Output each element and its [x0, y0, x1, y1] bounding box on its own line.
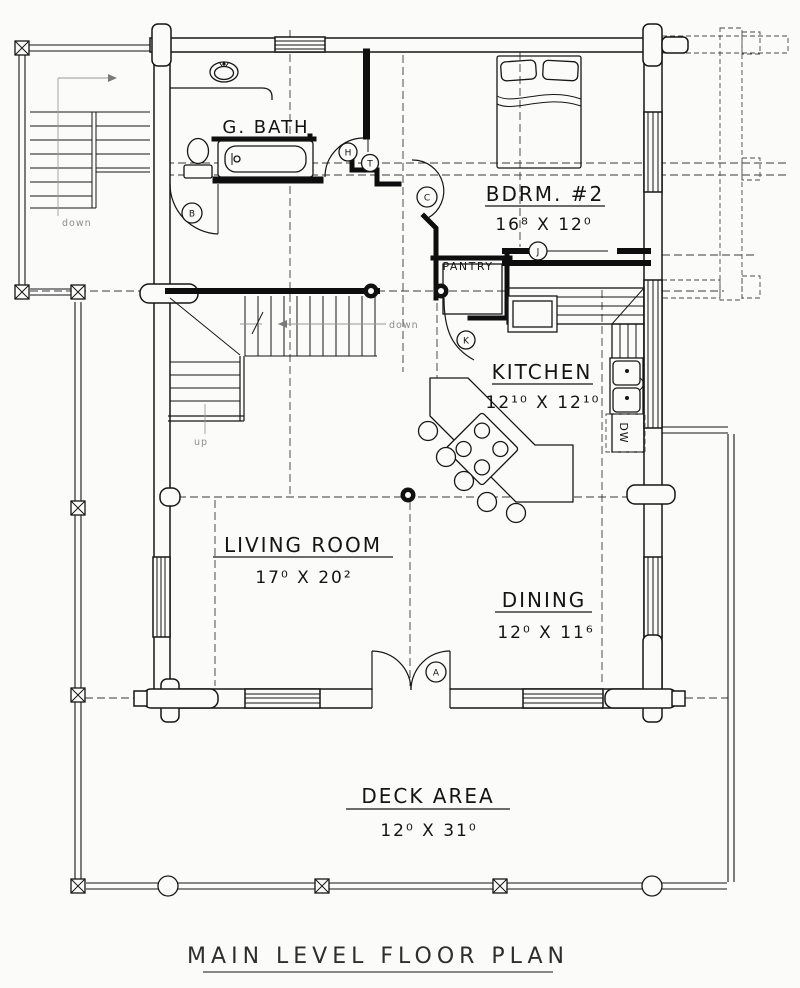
door-tag-t: T [366, 160, 373, 170]
living-room-label: LIVING ROOM [224, 533, 382, 557]
pillow [542, 59, 579, 82]
kitchen-dimensions: 12¹⁰ X 12¹⁰ [486, 393, 601, 413]
roof-overhang-outline [661, 27, 789, 301]
blanket-fold [496, 94, 582, 108]
interior-stairs-down-label: down [389, 320, 419, 331]
window [152, 36, 663, 709]
door-tag-h: H [345, 149, 352, 159]
dining-label: DINING [502, 588, 587, 612]
bath-fixtures [170, 61, 314, 179]
interior-stairs-up-label: up [194, 437, 208, 448]
pantry-door-swing [443, 297, 475, 361]
x-post [14, 40, 508, 894]
door-tag-c: C [424, 194, 430, 204]
pantry-label: PANTRY [442, 260, 493, 273]
round-post [157, 875, 179, 897]
kitchen-fixtures: DW [417, 263, 646, 524]
pillow [500, 59, 537, 82]
hall-door-swing [324, 137, 364, 178]
bathtub [217, 140, 314, 178]
room-labels: G. BATH BDRM. #2 16⁸ X 12⁰ PANTRY KITCHE… [213, 117, 605, 841]
bedroom2-label: BDRM. #2 [486, 182, 604, 206]
drawing-title-block: MAIN LEVEL FLOOR PLAN [187, 944, 569, 973]
direction-arrow [108, 74, 117, 82]
drawing-title: MAIN LEVEL FLOOR PLAN [187, 944, 569, 969]
range [507, 295, 558, 333]
dining-dimensions: 12⁰ X 11⁶ [497, 623, 594, 643]
vanity-counter [170, 87, 273, 100]
door-tag-k: K [463, 337, 470, 347]
stool [417, 420, 439, 442]
exterior-walls [133, 23, 689, 723]
faucet [639, 377, 644, 391]
door-tag-j: J [536, 248, 540, 258]
bedroom2-dimensions: 16⁸ X 12⁰ [495, 215, 592, 235]
dishwasher: DW [605, 413, 646, 453]
dishwasher-label: DW [617, 422, 630, 443]
deck-area-label: DECK AREA [361, 784, 494, 808]
direction-arrow [278, 320, 287, 328]
toilet [183, 137, 213, 179]
kitchen-island [417, 377, 574, 524]
deck-railing [18, 44, 735, 890]
kitchen-label: KITCHEN [492, 360, 593, 384]
stool [476, 491, 498, 513]
bed [496, 55, 582, 169]
deck-area-dimensions: 12⁰ X 31⁰ [380, 821, 477, 841]
round-post [641, 875, 663, 897]
bath-label: G. BATH [222, 117, 309, 138]
exterior-stairs-down-label: down [62, 218, 92, 229]
entry-door-left-swing [371, 650, 412, 691]
stool [453, 470, 475, 492]
interior-stairs: down up [168, 296, 419, 448]
door-tags: A B C H T J K [181, 142, 548, 683]
bath-sink [209, 61, 239, 83]
structural-posts [363, 283, 449, 503]
stool [505, 502, 527, 524]
doors [169, 136, 608, 691]
kitchen-sink [609, 357, 644, 415]
log-corner-crossing [133, 23, 689, 723]
closet-door-swing [411, 159, 445, 219]
cooktop [445, 412, 519, 486]
deck-posts [14, 40, 663, 897]
door-tag-a: A [433, 669, 440, 679]
entry-door-right-swing [410, 650, 451, 691]
stool [435, 446, 457, 468]
living-room-dimensions: 17⁰ X 20² [255, 568, 352, 588]
exterior-stairs: down [30, 74, 150, 229]
door-tag-b: B [189, 210, 195, 220]
